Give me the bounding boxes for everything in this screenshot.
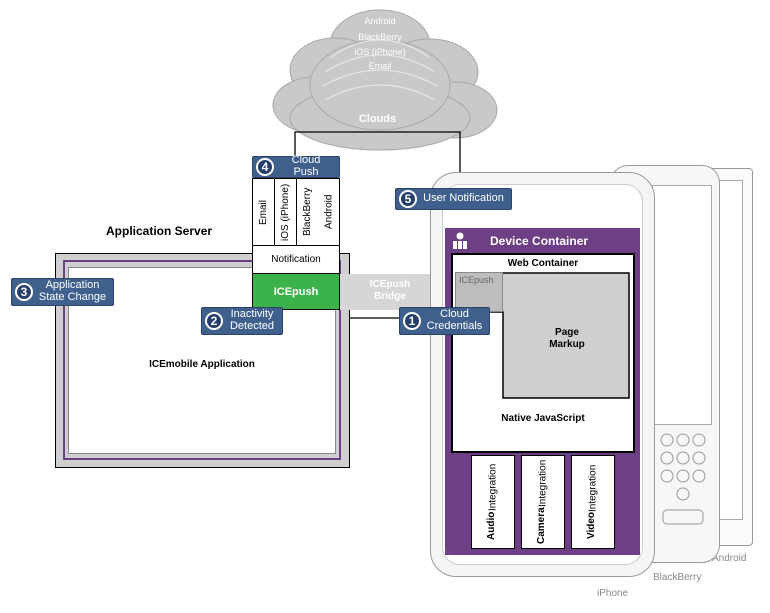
step-1-badge: 1 Cloud Credentials: [399, 307, 490, 335]
step-4-text: Cloud Push: [291, 154, 321, 178]
step-1-text: Cloud Credentials: [426, 308, 483, 332]
icepush-mini-box: [455, 272, 503, 312]
step-3-number: 3: [15, 283, 33, 301]
page-markup-label-2: Markup: [549, 339, 585, 350]
step-3-text: Application State Change: [38, 279, 107, 303]
step-2-badge: 2 Inactivity Detected: [201, 307, 283, 335]
step-3-badge: 3 Application State Change: [11, 278, 114, 306]
notification-box: Notification: [252, 246, 340, 274]
native-js-label: Native JavaScript: [501, 413, 585, 424]
channel-android: Android: [323, 194, 335, 230]
bridge-label-2: Bridge: [374, 291, 406, 302]
icemobile-app-label: ICEmobile Application: [149, 359, 255, 370]
phone-label-iphone: iPhone: [597, 588, 629, 599]
web-container-label: Web Container: [507, 258, 579, 269]
step-1-number: 1: [403, 312, 421, 330]
channel-box: [252, 178, 340, 246]
channel-ios: iOS (iPhone): [274, 178, 296, 246]
icepush-box: ICEpush: [252, 274, 340, 310]
channel-email: Email: [252, 178, 274, 246]
phone-label-android: Android: [712, 553, 747, 564]
blackberry-keypad: [660, 433, 706, 525]
step-5-badge: 5 User Notification: [395, 188, 512, 210]
bridge-label-1: ICEpush: [369, 279, 411, 290]
step-5-text: User Notification: [423, 192, 504, 205]
server-title: Application Server: [106, 224, 213, 238]
step-5-number: 5: [399, 190, 417, 208]
page-markup-label-1: Page: [555, 327, 579, 338]
device-container-label: Device Container: [490, 234, 589, 248]
cloud-platform-email: Email: [368, 61, 392, 71]
cloud-platform-android: Android: [364, 16, 396, 26]
phone-label-blackberry: BlackBerry: [653, 572, 702, 583]
cloud-label: Clouds: [358, 113, 397, 125]
person-icon: [453, 232, 467, 249]
step-4-badge: 4 Cloud Push: [252, 154, 340, 178]
channel-blackberry: BlackBerry: [296, 178, 318, 246]
icepush-mini-label: ICEpush: [459, 275, 494, 285]
cloud-platform-ios: iOS (iPhone): [354, 47, 406, 57]
step-4-number: 4: [256, 158, 274, 176]
step-2-text: Inactivity Detected: [229, 308, 275, 332]
cloud-shape: [272, 9, 498, 151]
blackberry-screen: [652, 185, 712, 425]
step-2-number: 2: [205, 312, 223, 330]
cloud-platform-blackberry: BlackBerry: [358, 32, 402, 42]
